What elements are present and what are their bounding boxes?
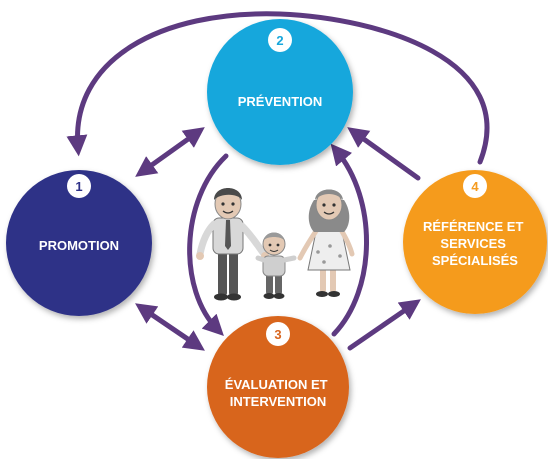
arrow-promotion-evaluation	[135, 303, 205, 351]
promotion-label-line-1: PROMOTION	[39, 238, 119, 253]
promotion-number: 1	[75, 179, 82, 194]
node-promotion: 1 PROMOTION	[6, 170, 152, 316]
evaluation-number: 3	[274, 327, 281, 342]
prevention-label-line-1: PRÉVENTION	[238, 94, 323, 109]
reference-label-line-3: SPÉCIALISÉS	[432, 253, 518, 268]
evaluation-label-line-2: INTERVENTION	[230, 394, 327, 409]
prevention-number-badge	[268, 28, 292, 52]
node-evaluation: 3 ÉVALUATION ET INTERVENTION	[207, 316, 349, 458]
child-figure	[255, 232, 297, 299]
prevention-number: 2	[276, 33, 283, 48]
evaluation-label-line-1: ÉVALUATION ET	[225, 377, 328, 392]
evaluation-number-badge	[266, 322, 290, 346]
mother-figure	[297, 189, 355, 297]
arrow-reference-to-promotion	[66, 11, 490, 165]
arrow-reference-to-prevention	[347, 127, 421, 181]
cycle-arrows	[66, 11, 490, 351]
evaluation-circle	[207, 316, 349, 458]
arrow-promotion-prevention	[135, 127, 205, 177]
reference-number-badge	[463, 174, 487, 198]
reference-number: 4	[471, 179, 479, 194]
promotion-circle	[6, 170, 152, 316]
evaluation-label: ÉVALUATION ET INTERVENTION	[225, 377, 331, 409]
promotion-number-badge	[67, 174, 91, 198]
family-illustration	[196, 188, 355, 301]
node-prevention: 2 PRÉVENTION	[207, 19, 353, 165]
prevention-circle	[207, 19, 353, 165]
node-reference: 4 RÉFÉRENCE ET SERVICES SPÉCIALISÉS	[403, 170, 547, 314]
reference-label: RÉFÉRENCE ET SERVICES SPÉCIALISÉS	[423, 219, 527, 268]
reference-label-line-1: RÉFÉRENCE ET	[423, 219, 523, 234]
arrow-evaluation-to-prevention	[330, 143, 369, 337]
promotion-label: PROMOTION	[39, 238, 119, 253]
prevention-label: PRÉVENTION	[238, 94, 323, 109]
father-figure	[196, 188, 269, 301]
arrow-evaluation-to-reference	[347, 299, 421, 351]
arrow-prevention-to-evaluation	[187, 153, 229, 336]
reference-circle	[403, 170, 547, 314]
reference-label-line-2: SERVICES	[440, 236, 506, 251]
